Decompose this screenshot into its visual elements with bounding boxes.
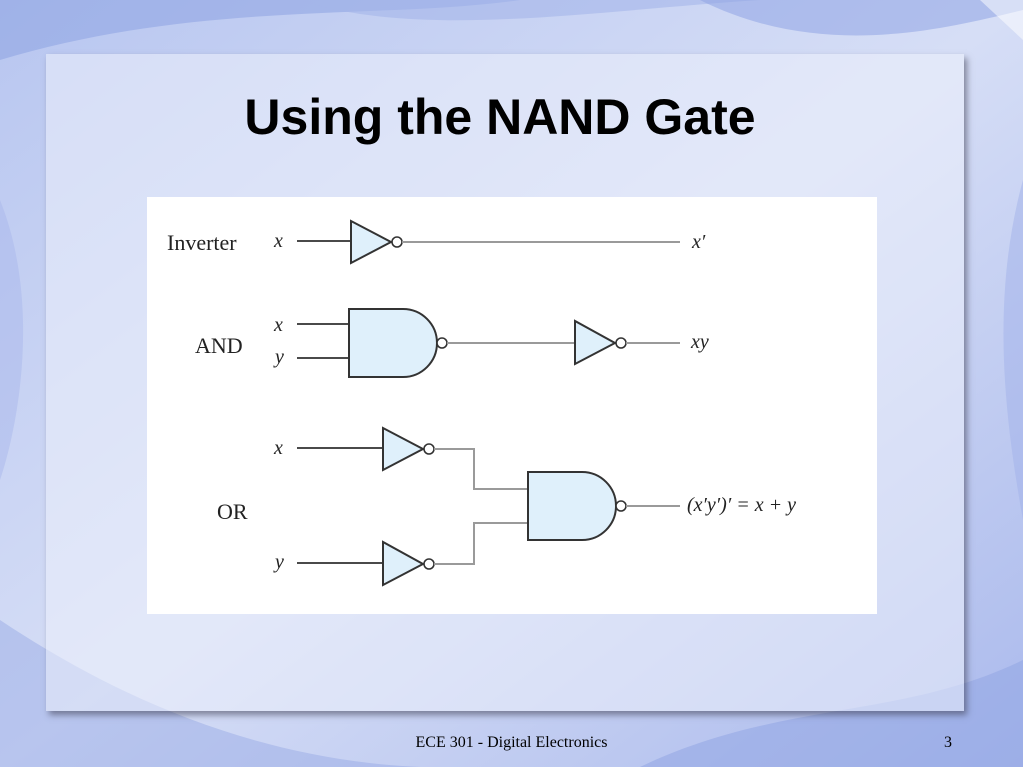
or-inverter-y-bubble: [423, 558, 435, 570]
or-inverter-x-gate: [382, 426, 426, 472]
or-inverter-y-gate: [382, 540, 426, 587]
or-nand-gate: [527, 471, 617, 541]
and-row-label: AND: [195, 333, 243, 358]
or-input-x-label: x: [273, 437, 283, 459]
inverter-bubble: [391, 236, 403, 248]
inverter-input-label: x: [273, 230, 283, 252]
and-nand-bubble: [436, 337, 448, 349]
and-input-y-label: y: [273, 346, 284, 368]
and-nand-gate: [348, 308, 438, 378]
slide-title: Using the NAND Gate: [244, 89, 756, 145]
slide-footer: ECE 301 - Digital Electronics: [415, 734, 608, 751]
or-output-label: (x′y′)′ = x + y: [687, 494, 796, 516]
or-inverter-x-bubble: [423, 443, 435, 455]
and-inverter-bubble: [615, 337, 627, 349]
page-number: 3: [944, 734, 952, 751]
or-row-label: OR: [217, 499, 248, 524]
and-inverter-gate: [574, 319, 618, 366]
inverter-row-label: Inverter: [167, 230, 237, 255]
or-x-to-nand-wire: [434, 448, 528, 490]
nand-gate-diagram: Inverter x x′ AND x y xy OR x y (: [147, 197, 877, 614]
and-output-label: xy: [690, 331, 709, 353]
or-y-to-nand-wire: [434, 522, 528, 565]
inverter-nand-gate: [350, 219, 394, 265]
or-input-y-label: y: [273, 551, 284, 573]
and-input-x-label: x: [273, 314, 283, 336]
or-nand-bubble: [615, 500, 627, 512]
inverter-output-label: x′: [691, 231, 706, 253]
